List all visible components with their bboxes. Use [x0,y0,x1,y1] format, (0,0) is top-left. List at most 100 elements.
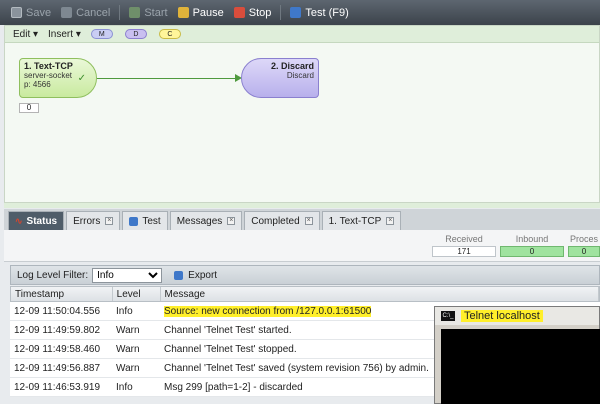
editor-footer-strip [4,203,600,208]
row-level: Warn [116,362,140,374]
source-node[interactable]: 1. Text-TCP server-socket p: 4566 ✓ [19,58,97,98]
flow-editor: Edit ▾ Insert ▾ M D C 1. Text-TCP server… [4,25,600,203]
close-icon[interactable]: × [386,217,395,225]
tab-errors[interactable]: Errors × [66,211,121,230]
received-label: Received [445,234,483,244]
source-node-title: 1. Text-TCP [24,61,73,71]
cancel-label: Cancel [76,6,111,19]
start-label: Start [144,6,168,19]
row-level: Warn [116,343,140,355]
table-row[interactable]: 12-09 11:50:04.556 Info Source: new conn… [10,302,600,321]
log-table: Timestamp Level Message 12-09 11:50:04.5… [10,286,600,397]
tab-text-tcp-label: 1. Text-TCP [328,215,382,227]
mode-m-button[interactable]: M [90,29,113,39]
export-label: Export [188,269,218,281]
telnet-terminal[interactable] [441,329,600,404]
row-level: Warn [116,324,140,336]
process-stat: Proces 0 [568,234,600,257]
close-icon[interactable]: × [227,217,236,225]
discard-node-type: Discard [286,71,314,80]
stop-label: Stop [248,6,272,19]
col-timestamp[interactable]: Timestamp [11,287,113,301]
table-row[interactable]: 12-09 11:49:58.460 Warn Channel 'Telnet … [10,340,600,359]
log-level-select[interactable]: Info [92,267,163,283]
tab-messages[interactable]: Messages × [169,211,243,230]
row-message: Msg 299 [path=1-2] - discarded [164,381,303,393]
row-message: Source: new connection from /127.0.0.1:6… [160,305,600,317]
close-icon[interactable]: × [105,217,114,225]
inbound-stat: Inbound 0 [500,234,564,257]
tab-test[interactable]: Test [122,211,168,230]
row-timestamp: 12-09 11:49:56.887 [14,362,101,374]
start-button[interactable]: Start [124,0,172,25]
tab-status-label: Status [26,215,58,227]
process-value: 0 [568,246,600,257]
source-node-port: p: 4566 [24,80,51,89]
received-value: 171 [432,246,496,257]
console-icon: C:\_ [441,311,455,321]
export-button[interactable]: Export [174,270,217,281]
save-icon [11,7,22,18]
inbound-label: Inbound [515,234,549,244]
tab-completed[interactable]: Completed × [244,211,320,230]
col-message[interactable]: Message [161,287,599,301]
toolbar-separator [119,5,121,20]
cancel-icon [61,7,73,18]
telnet-window[interactable]: C:\_ Telnet localhost [434,306,600,404]
telnet-titlebar[interactable]: C:\_ Telnet localhost [435,307,599,325]
table-row[interactable]: 12-09 11:49:56.887 Warn Channel 'Telnet … [10,359,600,378]
received-stat: Received 171 [432,234,496,257]
test-label: Test (F9) [305,6,349,19]
stop-icon [233,7,245,18]
inbound-value: 0 [500,246,564,257]
tab-completed-label: Completed [251,215,300,227]
pause-button[interactable]: Pause [173,0,229,25]
save-button[interactable]: Save [6,0,56,25]
log-level-filter-label: Log Level Filter: [17,269,89,281]
cancel-button[interactable]: Cancel [56,0,115,25]
edit-menu[interactable]: Edit ▾ [13,28,39,40]
tab-test-label: Test [142,215,161,227]
row-level: Info [116,305,133,317]
row-timestamp: 12-09 11:50:04.556 [14,305,101,317]
editor-menubar: Edit ▾ Insert ▾ M D C [5,26,599,43]
node-counter-badge: 0 [19,103,39,113]
table-row[interactable]: 12-09 11:46:53.919 Info Msg 299 [path=1-… [10,378,600,397]
tab-text-tcp[interactable]: 1. Text-TCP × [321,211,402,230]
test-icon [290,7,302,18]
pulse-icon: ∿ [15,215,23,226]
flow-connector [97,78,239,79]
row-timestamp: 12-09 11:46:53.919 [14,381,101,393]
save-label: Save [26,6,52,19]
row-timestamp: 12-09 11:49:58.460 [14,343,101,355]
status-panel: Received 171 Inbound 0 Proces 0 [4,230,600,262]
check-icon: ✓ [77,73,86,84]
test-button[interactable]: Test (F9) [285,0,353,25]
start-icon [129,7,141,18]
col-level[interactable]: Level [113,287,161,301]
export-icon [174,270,184,280]
mode-c-button[interactable]: C [158,29,181,39]
table-row[interactable]: 12-09 11:49:59.802 Warn Channel 'Telnet … [10,321,600,340]
mode-d-button[interactable]: D [124,29,147,39]
toolbar-separator [280,5,282,20]
row-level: Info [116,381,133,393]
stop-button[interactable]: Stop [229,0,277,25]
discard-node[interactable]: 2. Discard Discard [241,58,319,98]
row-message: Channel 'Telnet Test' started. [164,324,292,336]
log-filter-bar: Log Level Filter: Info Export [10,265,600,285]
row-message: Channel 'Telnet Test' saved (system revi… [164,362,429,374]
close-icon[interactable]: × [304,217,313,225]
process-label: Proces [569,234,598,244]
highlighted-message: Source: new connection from /127.0.0.1:6… [164,305,372,317]
arrow-head-icon [235,74,242,82]
discard-node-title: 2. Discard [270,61,314,71]
row-message: Channel 'Telnet Test' stopped. [164,343,297,355]
source-node-type: server-socket [24,71,73,80]
tab-errors-label: Errors [73,215,101,227]
pause-label: Pause [192,6,224,19]
insert-menu[interactable]: Insert ▾ [48,28,81,40]
row-timestamp: 12-09 11:49:59.802 [14,324,101,336]
tab-status[interactable]: ∿ Status [8,211,65,230]
tab-bar: ∿ Status Errors × Test Messages × Comple… [4,209,600,230]
